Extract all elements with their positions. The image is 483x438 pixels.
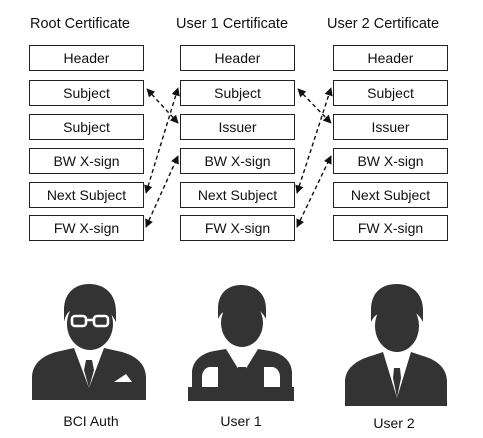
user2-bw-xsign-field: BW X-sign <box>333 148 448 174</box>
user2-next-subject-field: Next Subject <box>333 182 448 208</box>
user1-fw-xsign-field: FW X-sign <box>180 215 295 241</box>
user1-issuer-field: Issuer <box>180 114 295 140</box>
arrow-root-fw-xsign-to-user1-bw-xsign <box>145 155 179 228</box>
authority-person-with-glasses-icon <box>32 284 146 400</box>
arrow-user1-next-subject-to-user2-subject <box>295 87 333 194</box>
user1-bw-xsign-field: BW X-sign <box>180 148 295 174</box>
root-subject-field: Subject <box>29 80 144 106</box>
user1-certificate-title: User 1 Certificate <box>176 16 289 32</box>
user2-label: User 2 <box>373 415 415 431</box>
root-header-field: Header <box>29 45 144 71</box>
user1-label: User 1 <box>220 413 262 429</box>
root-certificate-title: Root Certificate <box>30 16 130 32</box>
user2-certificate-title: User 2 Certificate <box>327 16 440 32</box>
root-next-subject-field: Next Subject <box>29 182 144 208</box>
root-fw-xsign-field: FW X-sign <box>29 215 144 241</box>
arrow-root-next-subject-to-user1-subject <box>144 87 180 194</box>
user1-header-field: Header <box>180 45 295 71</box>
user-person-at-desk-icon <box>188 285 294 401</box>
root-subject-issuer-field: Subject <box>29 114 144 140</box>
bci-auth-label: BCI Auth <box>63 413 119 429</box>
arrow-root-subject-to-user1-issuer <box>146 88 179 124</box>
user1-subject-field: Subject <box>180 80 295 106</box>
user2-subject-field: Subject <box>333 80 448 106</box>
user-person-icon <box>345 284 447 406</box>
user2-issuer-field: Issuer <box>333 114 448 140</box>
user1-next-subject-field: Next Subject <box>180 182 295 208</box>
user2-fw-xsign-field: FW X-sign <box>333 215 448 241</box>
root-bw-xsign-field: BW X-sign <box>29 148 144 174</box>
arrow-user1-fw-xsign-to-user2-bw-xsign <box>296 155 332 228</box>
arrow-user1-subject-to-user2-issuer <box>297 88 332 124</box>
user2-header-field: Header <box>333 45 448 71</box>
